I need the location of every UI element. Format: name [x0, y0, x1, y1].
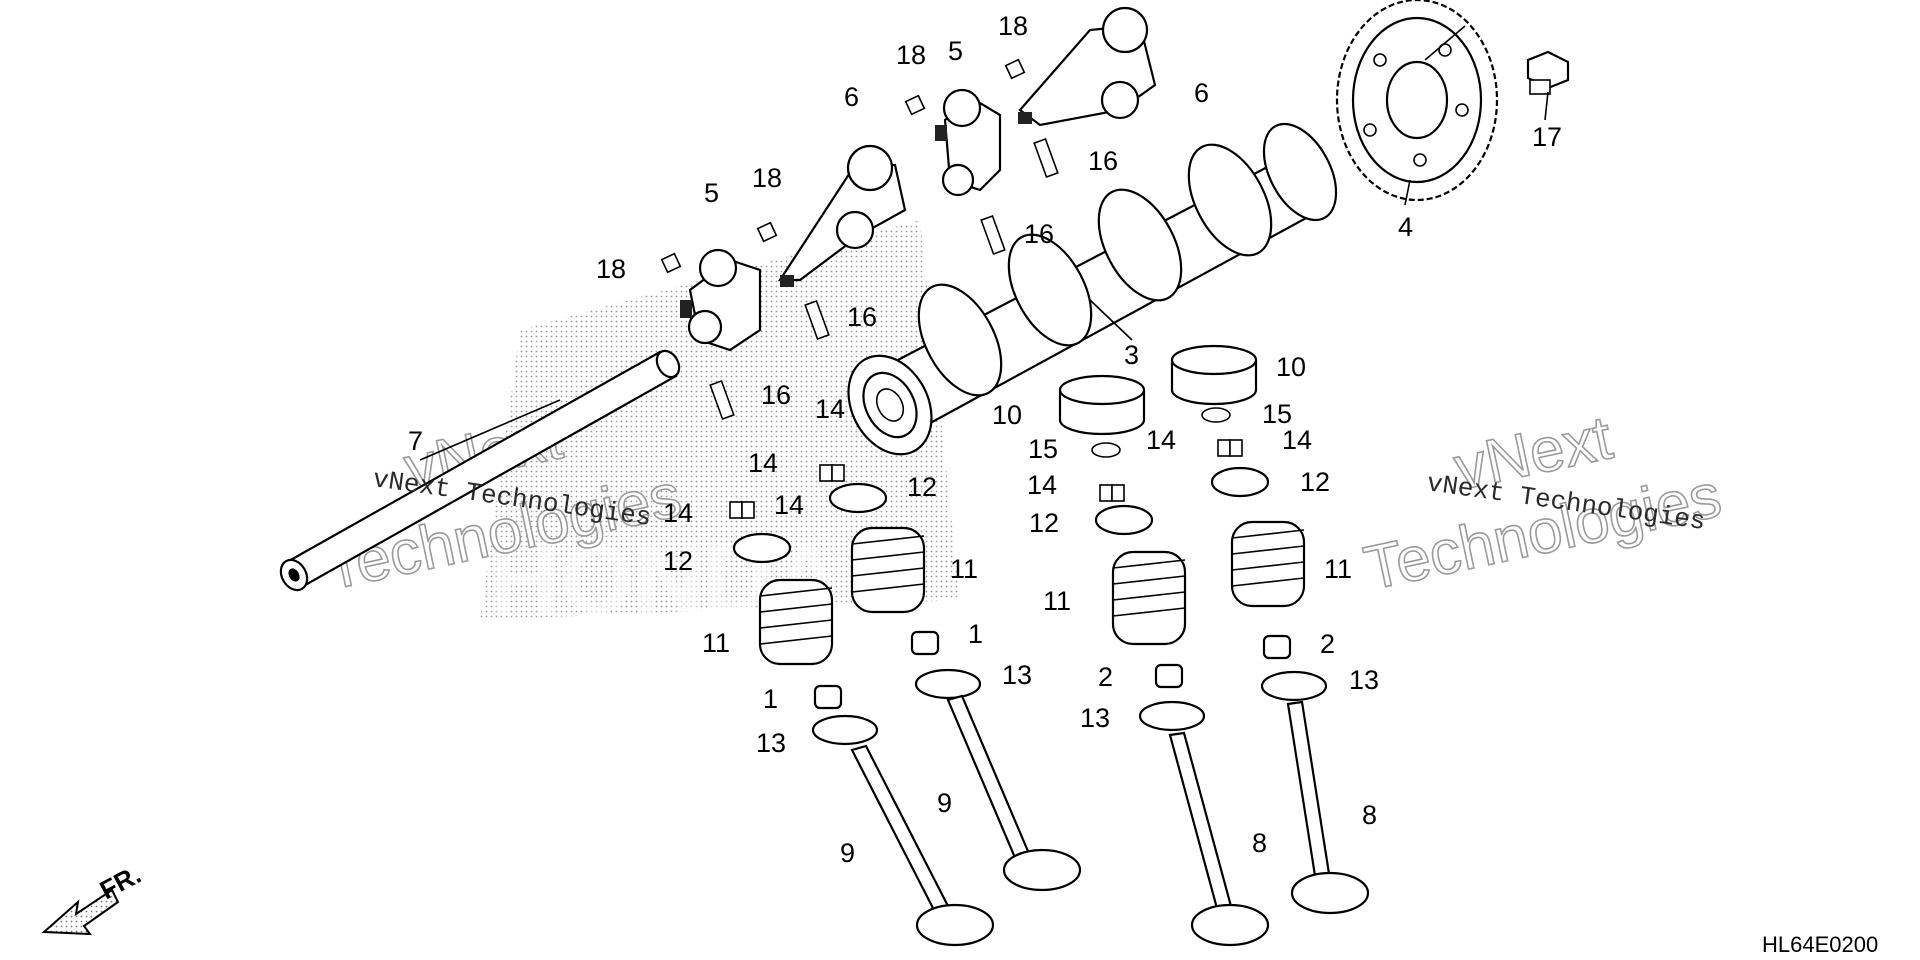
adjusting-screws — [709, 138, 1059, 420]
callout-11: 11 — [702, 628, 730, 658]
valves — [850, 694, 1370, 947]
callout-1: 1 — [968, 619, 983, 649]
callout-16: 16 — [1024, 219, 1054, 249]
callout-15: 15 — [1028, 434, 1058, 464]
callout-10: 10 — [992, 400, 1022, 430]
front-direction-indicator: FR. — [41, 859, 146, 936]
diagram-code: HL64E0200 — [1762, 932, 1878, 957]
callout-18: 18 — [752, 163, 782, 193]
callout-12: 12 — [1029, 508, 1059, 538]
callout-18: 18 — [896, 40, 926, 70]
callout-labels: 1 1 2 2 3 4 5 5 6 6 7 8 8 9 9 10 10 11 1… — [408, 11, 1562, 868]
callout-5: 5 — [704, 178, 719, 208]
rocker-pins — [660, 58, 1026, 274]
callout-14: 14 — [1282, 425, 1312, 455]
callout-14: 14 — [815, 394, 845, 424]
callout-4: 4 — [1398, 212, 1413, 242]
callout-9: 9 — [840, 838, 855, 868]
callout-10: 10 — [1276, 352, 1306, 382]
leader-lines — [419, 25, 1549, 461]
spring-retainers — [732, 466, 1270, 564]
callout-18: 18 — [998, 11, 1028, 41]
callout-13: 13 — [1080, 703, 1110, 733]
spring-seats — [811, 668, 1328, 746]
callout-12: 12 — [663, 546, 693, 576]
callout-13: 13 — [1349, 665, 1379, 695]
callout-12: 12 — [1300, 467, 1330, 497]
sprocket-bolt — [1526, 50, 1570, 95]
callout-16: 16 — [847, 302, 877, 332]
callout-11: 11 — [1043, 586, 1071, 616]
rocker-arm-left — [680, 248, 762, 352]
rocker-arm-center-left — [777, 144, 907, 287]
callout-14: 14 — [1146, 425, 1176, 455]
callout-13: 13 — [1002, 660, 1032, 690]
callout-8: 8 — [1362, 800, 1377, 830]
camshaft — [847, 122, 1338, 456]
rocker-shaft — [279, 349, 681, 592]
rocker-arm-center-right — [935, 88, 1002, 197]
callout-18: 18 — [596, 254, 626, 284]
callout-17: 17 — [1532, 122, 1562, 152]
callout-14: 14 — [663, 498, 693, 528]
callout-14: 14 — [1027, 470, 1057, 500]
callout-8: 8 — [1252, 828, 1267, 858]
callout-14: 14 — [748, 448, 778, 478]
callout-11: 11 — [1324, 554, 1352, 584]
callout-11: 11 — [950, 554, 978, 584]
callout-2: 2 — [1098, 662, 1113, 692]
callout-14: 14 — [774, 490, 804, 520]
callout-9: 9 — [937, 788, 952, 818]
valve-springs — [758, 520, 1306, 666]
callout-16: 16 — [761, 380, 791, 410]
valve-lifters — [1058, 344, 1258, 458]
valve-cotters — [729, 439, 1243, 519]
callout-2: 2 — [1320, 629, 1335, 659]
callout-12: 12 — [907, 472, 937, 502]
callout-13: 13 — [756, 728, 786, 758]
front-arrow-icon — [41, 888, 120, 936]
callout-7: 7 — [408, 426, 423, 456]
callout-1: 1 — [763, 684, 778, 714]
callout-3: 3 — [1124, 340, 1139, 370]
callout-5: 5 — [948, 36, 963, 66]
callout-15: 15 — [1262, 399, 1292, 429]
stem-seals — [813, 630, 1292, 710]
callout-6: 6 — [1194, 78, 1209, 108]
cam-sprocket — [1335, 0, 1499, 202]
rocker-arm-right — [1018, 6, 1157, 127]
callout-6: 6 — [844, 82, 859, 112]
callout-16: 16 — [1088, 146, 1118, 176]
